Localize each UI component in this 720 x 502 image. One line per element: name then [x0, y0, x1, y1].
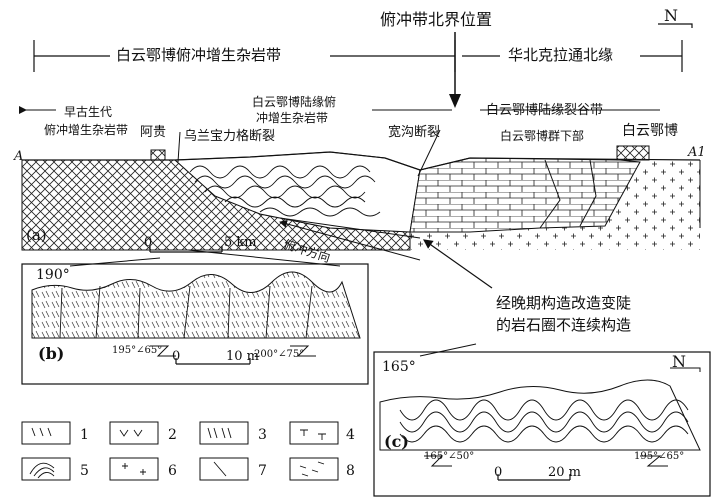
callout-line1: 经晚期构造改造变陡	[496, 294, 632, 312]
legend-label-8: 8	[346, 463, 355, 479]
agui-label: 阿贵	[140, 125, 167, 140]
paleo-zone-line2: 俯冲增生杂岩带	[44, 123, 129, 137]
margin-complex-line1: 白云鄂博陆缘俯	[252, 95, 337, 109]
north-label-top: N	[664, 6, 678, 25]
panel-c-orientation: 165°	[382, 359, 416, 375]
scale-bar-c	[497, 474, 571, 481]
bayan-marker	[616, 145, 650, 161]
panel-b-attitude-right: 200°∠75°	[254, 349, 305, 360]
panel-b-frame	[21, 263, 369, 385]
header-lines	[33, 23, 693, 108]
panel-b-attitude-left: 195°∠65°	[112, 345, 163, 356]
bayan-label: 白云鄂博	[622, 123, 678, 139]
scale-bar-b	[175, 358, 251, 365]
panel-c-section	[379, 379, 701, 451]
callout-line2: 的岩石圈不连续构造	[496, 316, 632, 334]
scale-c-zero: 0	[494, 465, 503, 480]
north-label-c: N	[672, 352, 686, 371]
legend-label-2: 2	[168, 427, 177, 443]
wulan-fault-label: 乌兰宝力格断裂	[184, 129, 276, 144]
scale-a-label: 5 km	[224, 235, 257, 250]
carbonate-unit	[409, 157, 641, 233]
boundary-label: 俯冲带北界位置	[380, 10, 493, 29]
panel-a-label: (a)	[26, 226, 47, 244]
margin-complex-line2: 冲增生杂岩带	[256, 111, 329, 125]
agui-marker	[150, 149, 166, 161]
legend-label-6: 6	[168, 463, 177, 479]
section-end-left: A	[14, 149, 24, 164]
rift-zone-label: 白云鄂博陆缘裂谷带	[486, 103, 604, 118]
panel-c-label: (c)	[384, 432, 409, 451]
folded-strata	[189, 165, 381, 217]
kuangou-fault-label: 宽沟断裂	[388, 125, 441, 140]
scale-c-label: 20 m	[548, 465, 582, 480]
section-end-right: A1	[688, 145, 706, 160]
legend-label-4: 4	[346, 427, 355, 443]
scale-b-label: 10 m	[226, 349, 260, 364]
legend-label-1: 1	[80, 427, 89, 443]
panel-c-attitude-right: 195°∠65°	[634, 451, 685, 462]
group-lower-label: 白云鄂博群下部	[500, 129, 585, 143]
panel-c-frame	[373, 351, 711, 497]
zone-left-label: 白云鄂博俯冲增生杂岩带	[116, 46, 282, 64]
panel-b-section	[31, 271, 361, 339]
scale-a-zero: 0	[144, 235, 153, 250]
zone-right-label: 华北克拉通北缘	[508, 46, 614, 64]
legend	[21, 421, 339, 481]
paleo-zone-line1: 早古生代	[64, 105, 113, 119]
legend-label-7: 7	[258, 463, 267, 479]
panel-c-attitude-left: 165°∠50°	[424, 451, 475, 462]
legend-label-5: 5	[80, 463, 89, 479]
panel-b-orientation: 190°	[36, 267, 70, 283]
granite-unit	[410, 160, 700, 250]
scale-b-zero: 0	[172, 349, 181, 364]
legend-label-3: 3	[258, 427, 267, 443]
panel-b-label: (b)	[38, 344, 65, 363]
